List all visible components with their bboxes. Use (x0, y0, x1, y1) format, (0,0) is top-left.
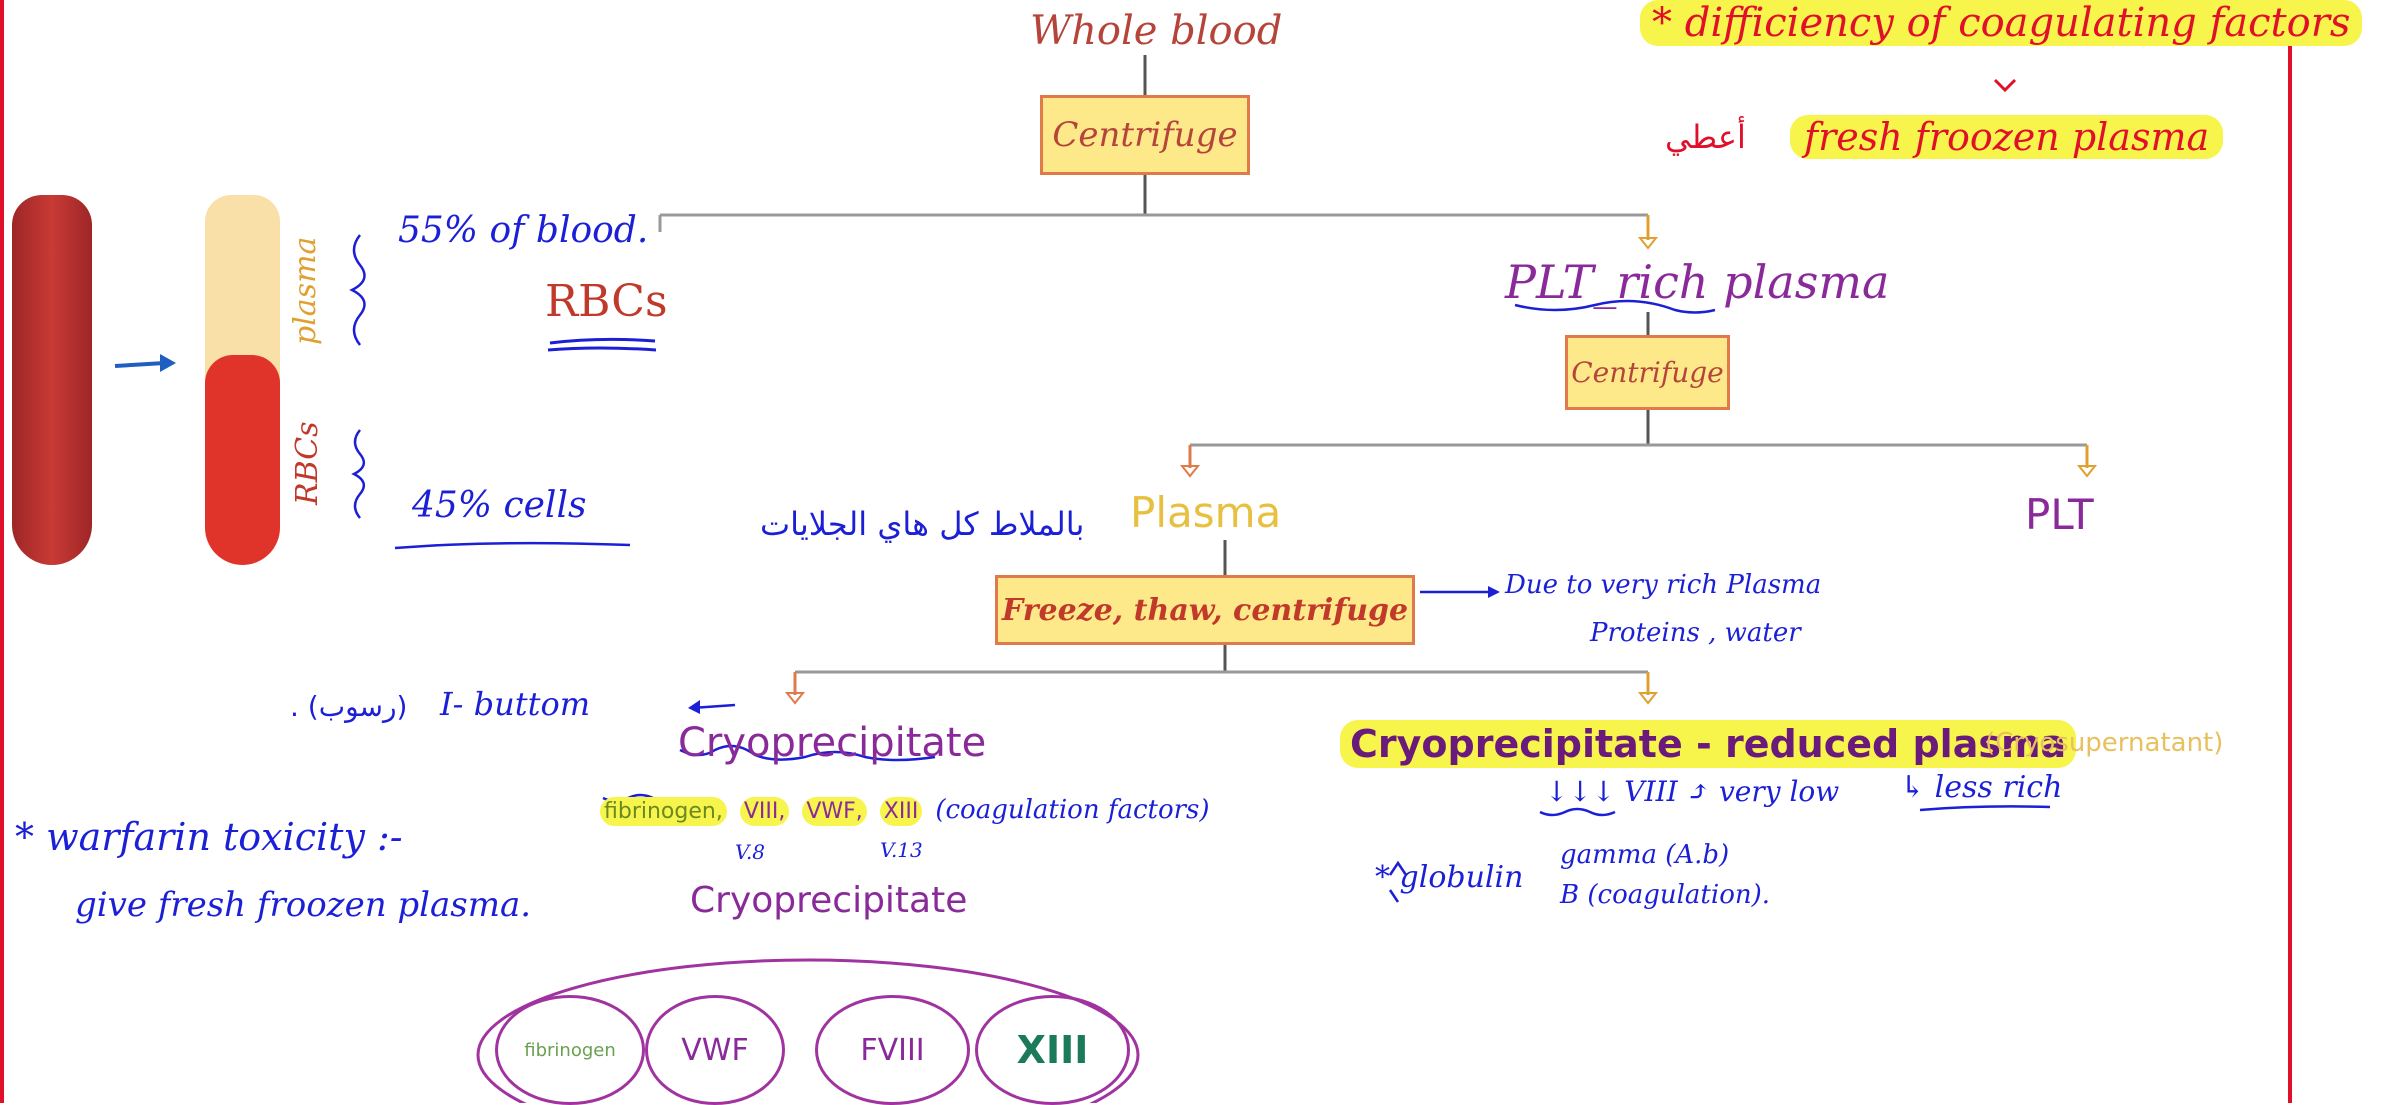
due-to-note-2: Proteins , water (1590, 618, 1801, 648)
factors-line: fibrinogen, VIII, VWF, XIII (coagulation… (600, 795, 1210, 826)
cryosupernatant-label: (Cryosupernatant) (1985, 728, 2224, 758)
bottom-note: I- buttom (440, 685, 591, 723)
centrifuge-label-2: Centrifuge (1571, 356, 1724, 389)
deficiency-text: * difficiency of coagulating factors (1652, 0, 2351, 46)
separated-tube (205, 195, 280, 565)
factor-xiii-label: XIII (1016, 1028, 1089, 1072)
gamma-note: gamma (A.b) (1560, 840, 1730, 870)
ffp-text: fresh froozen plasma (1804, 115, 2210, 159)
cryo-reduced-plasma-label: Cryoprecipitate - reduced plasma (1340, 720, 2077, 768)
deficiency-note: * difficiency of coagulating factors (1640, 0, 2363, 46)
pct-45-note: 45% cells (412, 485, 587, 526)
centrifuge-label-1: Centrifuge (1052, 115, 1238, 155)
cryo-reduced-plasma-text: Cryoprecipitate - reduced plasma (1350, 722, 2067, 766)
v8-note: V.8 (735, 840, 766, 864)
plasma-label: Plasma (1130, 488, 1282, 537)
cryoprecipitate-title-2: Cryoprecipitate (690, 880, 968, 921)
v13-note: V.13 (880, 838, 923, 862)
factor-vwf-label: VWF (681, 1032, 749, 1068)
factor-fibrinogen: fibrinogen (495, 995, 645, 1105)
coag-factors-note: (coagulation factors) (935, 795, 1210, 825)
plt-rich-plasma-label: PLT_rich plasma (1505, 255, 1890, 309)
beta-note: B (coagulation). (1560, 880, 1771, 910)
warfarin-note-1: * warfarin toxicity :- (15, 815, 403, 859)
very-low-note: ↓↓↓ VIII ⤴ very low (1545, 775, 1840, 808)
fibrinogen-highlight: fibrinogen, (600, 797, 727, 826)
whole-blood-label: Whole blood (1030, 8, 1283, 54)
factor-fibrinogen-label: fibrinogen (524, 1039, 616, 1061)
whole-blood-tube (12, 195, 92, 565)
less-rich-note: ↳ less rich (1900, 770, 2063, 805)
factor-fviii-label: FVIII (860, 1032, 925, 1068)
freeze-thaw-label: Freeze, thaw, centrifuge (1001, 592, 1409, 628)
cryoprecipitate-label: Cryoprecipitate (678, 720, 987, 766)
centrifuge-box-1: Centrifuge (1040, 95, 1250, 175)
vwf-highlight: VWF, (802, 797, 867, 826)
warfarin-note-2: give fresh froozen plasma. (75, 885, 532, 925)
factor-vwf: VWF (645, 995, 785, 1105)
freeze-thaw-box: Freeze, thaw, centrifuge (995, 575, 1415, 645)
tube-plasma-label: plasma (288, 236, 323, 345)
tube-rbc-label: RBCs (290, 421, 325, 505)
factor-fviii: FVIII (815, 995, 970, 1105)
due-to-note-1: Due to very rich Plasma (1505, 570, 1822, 600)
factor-xiii: XIII (975, 995, 1130, 1105)
centrifuge-box-2: Centrifuge (1565, 335, 1730, 410)
arabic-plasma-note: بالملاط كل هاي الجلايات (760, 505, 1085, 543)
globulin-note: * globulin (1375, 860, 1524, 895)
pct-55-note: 55% of blood. (398, 210, 649, 251)
xiii-highlight: XIII (879, 797, 923, 826)
ffp-arabic-note: أعطي (1665, 118, 1746, 156)
bottom-arabic-note: . (رسوب) (290, 690, 408, 723)
viii-highlight: VIII, (739, 797, 790, 826)
ffp-note: fresh froozen plasma (1790, 115, 2224, 159)
plt-label: PLT (2025, 490, 2094, 539)
rbcs-label: RBCs (545, 276, 668, 327)
